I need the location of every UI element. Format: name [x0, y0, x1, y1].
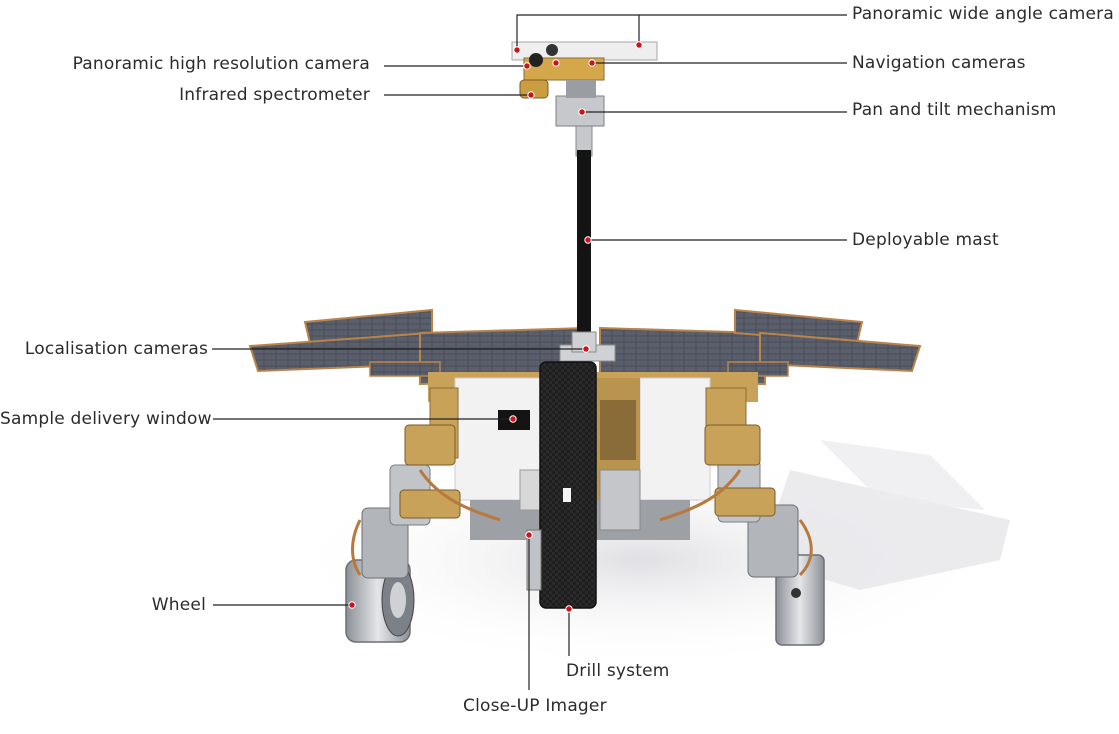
marker-close-up-imager	[525, 531, 533, 539]
markers	[348, 41, 643, 613]
label-pan-and-tilt-mechanism: Pan and tilt mechanism	[852, 100, 1057, 120]
label-infrared-spectrometer: Infrared spectrometer	[179, 85, 370, 105]
mast	[571, 119, 597, 353]
marker-pan-and-tilt-mechanism	[578, 108, 586, 116]
label-navigation-cameras: Navigation cameras	[852, 53, 1026, 73]
marker-navigation-cameras-right	[588, 59, 596, 67]
label-deployable-mast: Deployable mast	[852, 230, 999, 250]
label-close-up-imager: Close-UP Imager	[463, 696, 607, 716]
bogie-right	[704, 424, 776, 517]
marker-wheel	[348, 601, 356, 609]
body-panel-right	[639, 377, 711, 501]
label-panoramic-high-resolution-camera: Panoramic high resolution camera	[72, 54, 370, 74]
marker-panoramic-wide-angle-camera-left	[513, 46, 521, 54]
marker-panoramic-high-resolution-camera	[523, 62, 531, 70]
leader-lines	[212, 14, 847, 690]
marker-drill-system	[565, 605, 573, 613]
leader-panoramic-wide-angle-camera	[516, 14, 847, 50]
marker-infrared-spectrometer	[527, 91, 535, 99]
marker-navigation-cameras-left	[552, 59, 560, 67]
label-wheel: Wheel	[151, 595, 206, 615]
wheels	[345, 424, 825, 646]
label-localisation-cameras: Localisation cameras	[24, 339, 208, 359]
label-drill-system: Drill system	[566, 661, 670, 681]
label-panoramic-wide-angle-camera: Panoramic wide angle camera	[852, 4, 1114, 24]
marker-localisation-cameras	[582, 345, 590, 353]
marker-panoramic-wide-angle-camera-right	[635, 41, 643, 49]
marker-deployable-mast	[584, 236, 592, 244]
camera-head	[511, 41, 658, 127]
suspension-links	[351, 469, 813, 577]
marker-sample-delivery-window	[509, 415, 517, 423]
label-sample-delivery-window: Sample delivery window	[0, 409, 212, 429]
solar-panel-right-lower	[759, 331, 922, 373]
solar-panel-center-right	[599, 326, 766, 386]
wheel-front-left	[345, 559, 415, 643]
